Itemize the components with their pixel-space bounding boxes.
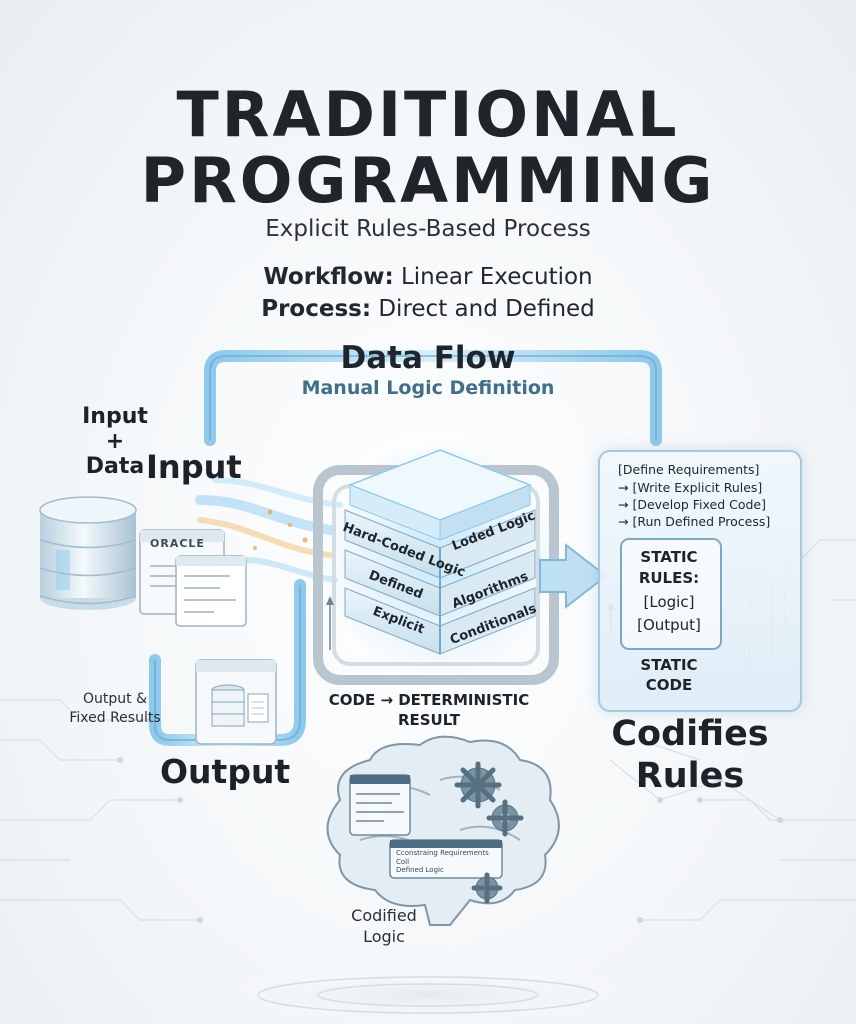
cube-caption-line2: RESULT bbox=[397, 711, 461, 729]
page-subtitle: Explicit Rules-Based Process bbox=[265, 216, 591, 242]
codified-logic-label: Codified Logic bbox=[324, 905, 444, 947]
static-rules-line3: [Logic] bbox=[643, 593, 695, 611]
brain-card-line1: Coll bbox=[396, 858, 410, 866]
data-flow-subtitle: Manual Logic Definition bbox=[301, 377, 555, 399]
codifies-line2: Rules bbox=[635, 756, 745, 796]
codifies-rules-label: Codifies Rules bbox=[590, 713, 790, 797]
process-label: Process: bbox=[261, 296, 372, 322]
codifies-line1: Codifies bbox=[611, 714, 769, 754]
cube-caption-line1: CODE → DETERMINISTIC bbox=[328, 691, 530, 709]
output-caption-line2: Fixed Results bbox=[69, 710, 161, 726]
brain-card-line2: Defined Logic bbox=[396, 866, 444, 874]
data-small-label: Data bbox=[85, 454, 145, 479]
data-flow-title: Data Flow bbox=[340, 340, 516, 376]
rules-step-3: → [Develop Fixed Code] bbox=[618, 497, 766, 512]
database-cylinder-icon bbox=[39, 496, 137, 610]
workflow-value: Linear Execution bbox=[393, 264, 593, 290]
input-small-label: Input bbox=[82, 404, 148, 429]
input-plus-label: + bbox=[105, 429, 125, 454]
output-window-icon bbox=[195, 659, 277, 745]
logic-cube-icon bbox=[313, 440, 560, 685]
brain-icon bbox=[326, 735, 560, 926]
static-code-line1: STATIC bbox=[640, 656, 698, 674]
rules-step-2: → [Write Explicit Rules] bbox=[618, 480, 763, 495]
input-big-label: Input bbox=[146, 448, 242, 486]
static-rules-box bbox=[620, 538, 722, 650]
rules-step-4: → [Run Defined Process] bbox=[618, 514, 771, 529]
static-rules-line4: [Output] bbox=[637, 616, 701, 634]
codified-line1: Codified bbox=[351, 906, 417, 925]
static-rules-line1: STATIC bbox=[640, 548, 698, 566]
oracle-brand-label: ORACLE bbox=[150, 537, 205, 550]
circuit-background bbox=[0, 539, 856, 921]
output-caption-line1: Output & bbox=[83, 691, 147, 707]
page-title-line1: TRADITIONAL bbox=[176, 78, 680, 151]
page-title-line2: PROGRAMMING bbox=[140, 144, 716, 217]
output-fixed-results-label: Output & Fixed Results bbox=[40, 690, 190, 728]
workflow-line: Workflow: Linear Execution bbox=[0, 264, 856, 290]
static-code-line2: CODE bbox=[645, 676, 693, 694]
workflow-label: Workflow: bbox=[263, 264, 394, 290]
process-line: Process: Direct and Defined bbox=[0, 296, 856, 322]
rules-step-1: [Define Requirements] bbox=[618, 462, 760, 477]
codified-line2: Logic bbox=[363, 927, 405, 946]
brain-card-title: Cconstraing Requirements bbox=[396, 849, 489, 857]
static-rules-line2: RULES: bbox=[638, 569, 700, 587]
process-value: Direct and Defined bbox=[371, 296, 595, 322]
output-big-label: Output bbox=[160, 752, 291, 791]
oracle-screen-icon bbox=[139, 529, 247, 627]
